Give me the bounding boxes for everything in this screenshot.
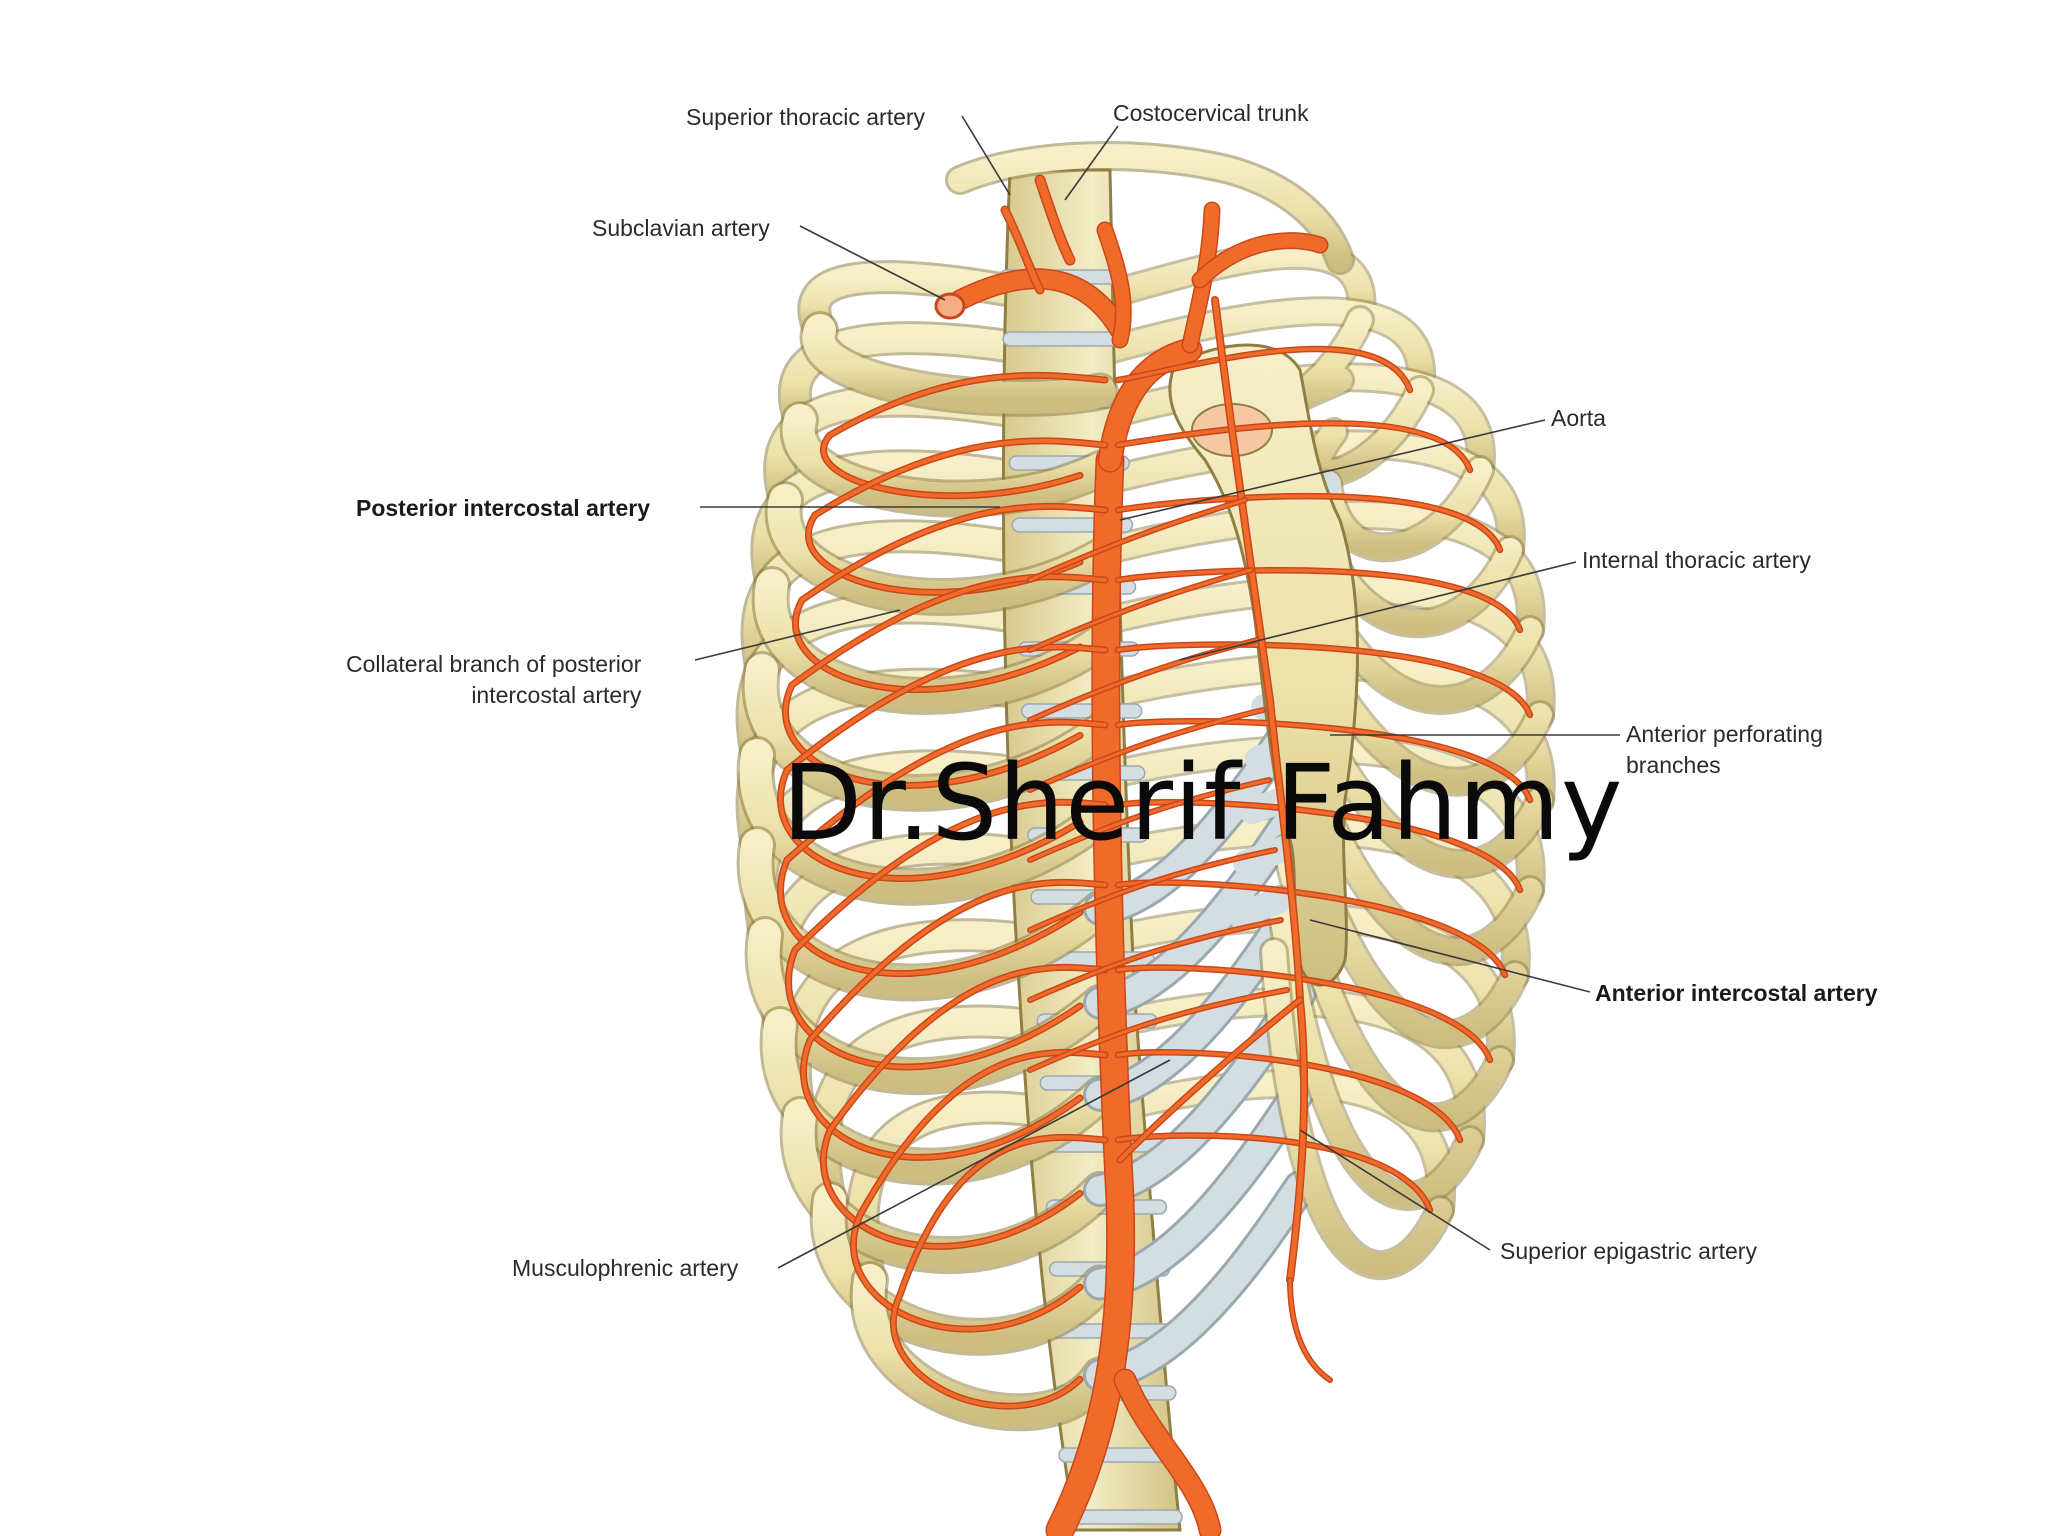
label-superior-thoracic-artery: Superior thoracic artery [686, 104, 926, 130]
rib-back-right-fill-1 [1078, 242, 1374, 332]
costal-cartilage-right-11 [1227, 887, 1293, 928]
subclavian-artery [951, 269, 1129, 339]
anterior-intercostal-7 [1028, 918, 1283, 1002]
leader-line-7 [694, 609, 901, 661]
anterior-intercostal-1 [1028, 498, 1247, 582]
posterior-intercostal-4 [793, 504, 1107, 692]
posterior-intercostal-right-2 [1116, 347, 1412, 392]
rib-front-left-fill-1 [802, 314, 1116, 414]
posterior-intercostal-9 [801, 880, 1107, 1160]
posterior-intercostal-right-6 [1116, 642, 1532, 717]
label-costocervical-trunk: Costocervical trunk [1113, 100, 1309, 126]
posterior-intercostal-12 [891, 1135, 1107, 1409]
posterior-intercostal-right-3 [1116, 421, 1472, 472]
rib-front-left-fill-11 [812, 1184, 1116, 1353]
leader-line-11 [777, 1059, 1171, 1269]
rib-back-right-fill-2 [1078, 299, 1434, 402]
rib-front-left-fill-10 [782, 1099, 1116, 1271]
label-anterior-perforating-branches: Anterior perforating branches [1626, 721, 1823, 778]
leader-lines [694, 115, 1620, 1269]
label-aorta: Aorta [1551, 405, 1606, 431]
rib-back-right-fill-4 [1078, 432, 1523, 562]
leader-line-9 [1309, 919, 1591, 993]
costal-cartilage-fill-12 [1086, 1173, 1314, 1390]
left-common-carotid [1098, 223, 1131, 347]
posterior-intercostal-2 [821, 373, 1107, 498]
posterior-intercostal-right-10 [1116, 965, 1492, 1062]
anterior-intercostal-8 [1028, 988, 1289, 1072]
leader-line-1 [961, 115, 1011, 196]
posterior-intercostal-8 [786, 800, 1107, 1069]
label-superior-epigastric-artery: Superior epigastric artery [1500, 1238, 1757, 1264]
posterior-intercostal-7 [778, 720, 1107, 976]
subclavian-cut [934, 292, 966, 320]
superior-thoracic-artery [1002, 207, 1043, 293]
leader-line-3 [799, 225, 946, 301]
label-musculophrenic-artery: Musculophrenic artery [512, 1255, 739, 1281]
watermark-text: Dr.Sherif Fahmy [782, 742, 1624, 864]
aorta [1047, 447, 1134, 1536]
posterior-intercostal-10 [821, 965, 1107, 1249]
rib-front-left-fill-5 [744, 654, 1116, 809]
left-subclavian [1193, 233, 1327, 287]
anterior-intercostal-5 [1028, 778, 1271, 862]
rib-front-right-fill-2 [1306, 378, 1432, 485]
rib-back-right-fill-5 [1078, 502, 1543, 642]
posterior-intercostal-11 [851, 1050, 1107, 1332]
label-anterior-intercostal-artery: Anterior intercostal artery [1595, 980, 1878, 1006]
posterior-intercostal-right-7 [1116, 719, 1532, 802]
rib-front-left-fill-7 [739, 829, 1116, 999]
leader-line-2 [1064, 125, 1119, 201]
aorta-branch [1115, 1370, 1220, 1536]
posterior-intercostal-right-12 [1116, 1133, 1432, 1212]
rib-front-right-fill-12 [1262, 940, 1452, 1277]
anterior-intercostal-2 [1028, 568, 1253, 652]
leader-line-6 [1179, 561, 1577, 661]
rib-front-left-fill-3 [767, 484, 1116, 613]
intervertebral-disc [1002, 331, 1124, 347]
label-subclavian-artery: Subclavian artery [592, 215, 770, 241]
superior-epigastric-artery [1288, 1278, 1332, 1382]
internal-thoracic-artery [1212, 297, 1307, 1283]
leader-line-4 [1119, 419, 1546, 521]
anterior-intercostal-4 [1028, 708, 1265, 792]
costal-cartilage-right-10 [1233, 835, 1299, 876]
anterior-intercostal-6 [1028, 848, 1277, 932]
rib-front-left-fill-12 [852, 1264, 1116, 1429]
label-collateral-branch: Collateral branch of posterior intercost… [346, 651, 642, 708]
aortic-arch [1099, 339, 1201, 471]
posterior-intercostal-3 [806, 438, 1107, 595]
posterior-intercostal-right-4 [1116, 494, 1502, 552]
first-rib-fill [948, 144, 1352, 272]
costocervical-trunk [1036, 176, 1074, 264]
rib-front-left-fill-4 [754, 569, 1116, 712]
musculophrenic-artery [1118, 998, 1302, 1162]
rib-front-left-fill-8 [747, 919, 1116, 1093]
leader-line-10 [1299, 1129, 1491, 1251]
posterior-intercostal-right-8 [1116, 800, 1522, 892]
posterior-intercostal-right-5 [1116, 568, 1522, 632]
label-internal-thoracic-artery: Internal thoracic artery [1582, 547, 1811, 573]
arterial-network [777, 174, 1534, 1536]
label-posterior-intercostal-artery: Posterior intercostal artery [356, 495, 651, 521]
